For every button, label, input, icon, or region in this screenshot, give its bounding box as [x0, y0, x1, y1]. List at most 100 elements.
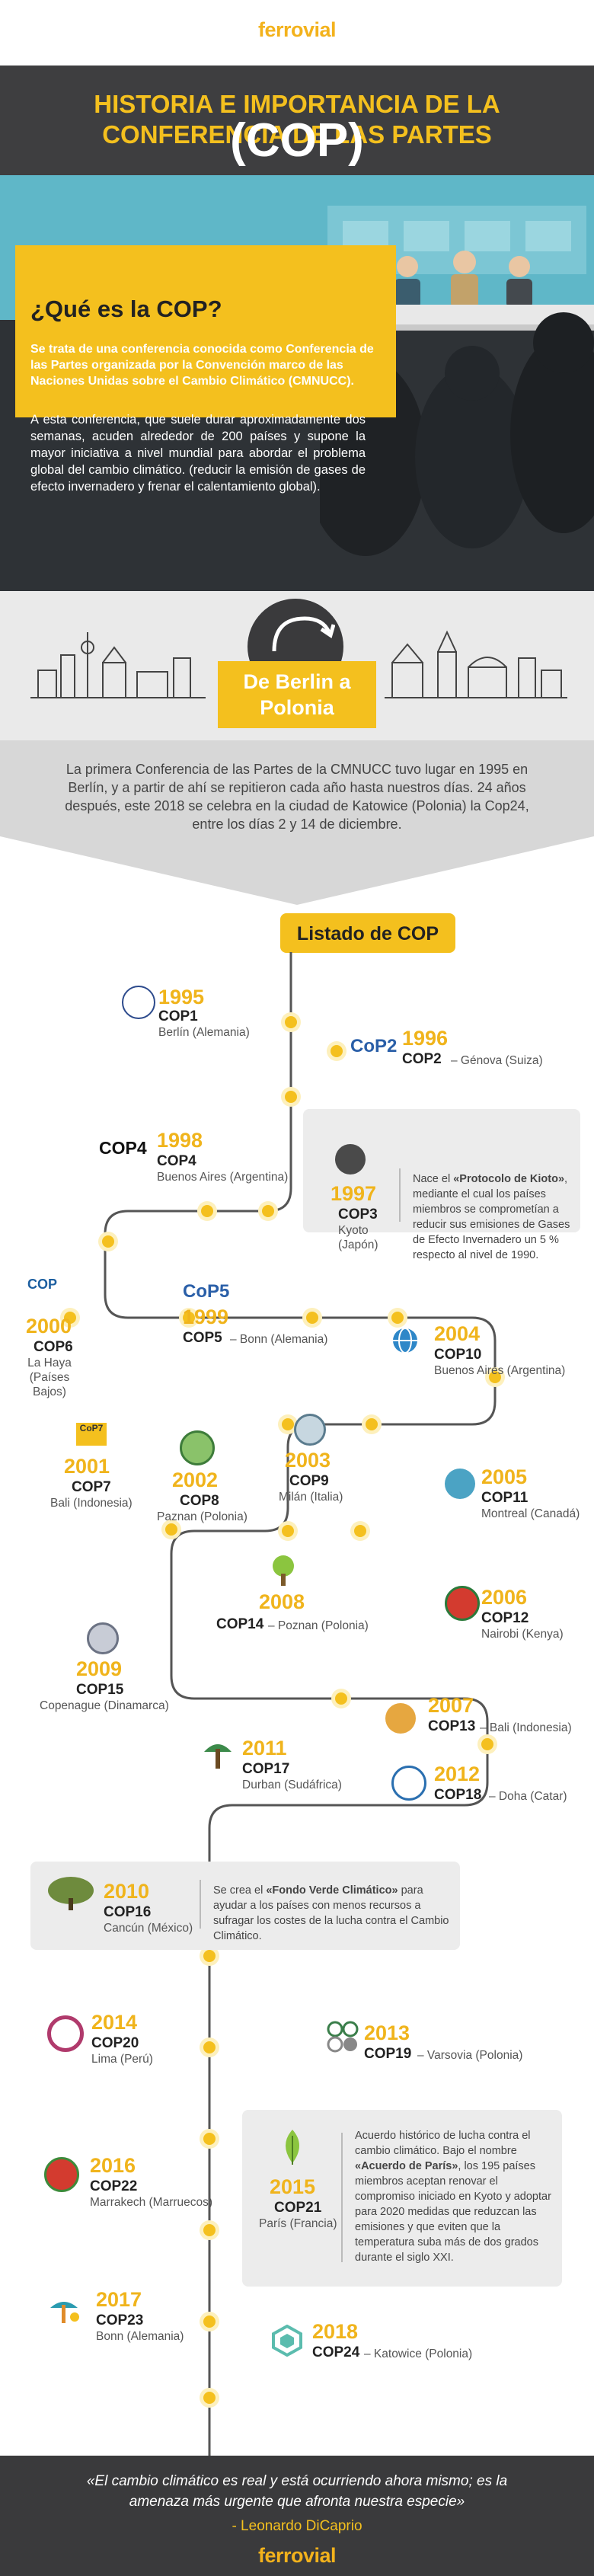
footer-quote: «El cambio climático es real y está ocur… — [86, 2473, 508, 2510]
intro-text: La primera Conferencia de las Partes de … — [65, 762, 529, 832]
cop19-logo-circles — [327, 2021, 359, 2053]
cop3-year: 1997 — [331, 1182, 377, 1205]
cop19-title: COP19 — [364, 2046, 412, 2062]
what-is-cop-text: Se trata de una conferencia conocida com… — [30, 343, 374, 388]
cop20-logo — [47, 2015, 84, 2052]
list-title: Listado de COP — [296, 923, 439, 944]
cop24-city: – Katowice (Polonia) — [364, 2347, 473, 2360]
timeline-dot — [203, 2133, 216, 2145]
cop13-city: – Bali (Indonesia) — [480, 1721, 572, 1734]
timeline-dot — [306, 1312, 318, 1324]
cop21-year: 2015 — [270, 2175, 316, 2198]
cop19-logo — [326, 2020, 359, 2057]
cop21-city: París (Francia) — [259, 2217, 337, 2230]
cop3-title: COP3 — [338, 1207, 378, 1222]
cop2-year: 1996 — [402, 1027, 449, 1050]
city-skyline-icon — [30, 632, 206, 698]
cop10-city: Buenos Aires (Argentina) — [434, 1364, 566, 1377]
timeline-dot — [203, 2041, 216, 2053]
cop23-title: COP23 — [96, 2312, 144, 2328]
hero-banner — [0, 66, 594, 175]
timeline-dot — [282, 1418, 294, 1430]
timeline-path — [104, 952, 497, 2456]
cop2-title: COP2 — [402, 1051, 442, 1067]
cop3-logo — [335, 1144, 366, 1175]
cop4-year: 1998 — [157, 1129, 203, 1152]
cop15-title: COP15 — [76, 1682, 124, 1698]
cop15-year: 2009 — [76, 1657, 123, 1680]
cop14-title: COP14 — [216, 1616, 264, 1632]
cop17-title: COP17 — [242, 1761, 290, 1777]
cop22-logo — [44, 2157, 79, 2192]
cop2-city: – Génova (Suiza) — [451, 1054, 543, 1067]
cop15-city: Copenague (Dinamarca) — [40, 1699, 169, 1712]
timeline-dot — [391, 1312, 404, 1324]
timeline-dot — [366, 1418, 378, 1430]
cop22-city: Marrakech (Marruecos) — [90, 2196, 213, 2209]
cop14-logo — [267, 1554, 300, 1591]
what-is-cop-body: A esta conferencia, que suele durar apro… — [30, 413, 366, 494]
cop9-title: COP9 — [289, 1473, 329, 1489]
timeline-dot — [203, 2316, 216, 2328]
cop4-city: Buenos Aires (Argentina) — [157, 1171, 289, 1184]
city-skyline-icon — [385, 630, 567, 698]
cop16-year: 2010 — [104, 1880, 150, 1903]
cop1-logo — [122, 986, 155, 1019]
cop14-year: 2008 — [259, 1590, 305, 1613]
cop9-logo — [294, 1414, 326, 1446]
cop22-year: 2016 — [90, 2154, 136, 2177]
what-is-cop-title: ¿Qué es la COP? — [30, 296, 222, 322]
cop19-city: – Varsovia (Polonia) — [417, 2049, 523, 2062]
cop24-logo — [271, 2324, 303, 2360]
cop12-logo — [445, 1586, 480, 1621]
timeline-dot — [203, 1950, 216, 1962]
cop19-year: 2013 — [364, 2021, 410, 2044]
hero-title-line1: HISTORIA E IMPORTANCIA DE LA — [94, 90, 500, 118]
cop20-year: 2014 — [91, 2011, 138, 2034]
footer-quote-author: - Leonardo DiCaprio — [232, 2518, 362, 2534]
cop11-logo — [445, 1469, 475, 1499]
cop18-city: – Doha (Catar) — [489, 1790, 567, 1803]
cop13-logo — [385, 1703, 416, 1734]
cop16-title: COP16 — [104, 1904, 152, 1920]
cop4-title: COP4 — [157, 1153, 196, 1169]
cop6-title: COP6 — [34, 1339, 73, 1355]
cop18-year: 2012 — [434, 1763, 481, 1785]
card-divider — [200, 1880, 201, 1929]
timeline-dot — [102, 1235, 114, 1248]
tree-icon — [273, 1555, 294, 1586]
arrow-curve-icon — [272, 616, 335, 652]
cop7-logo: CoP7 — [76, 1423, 107, 1446]
timeline-dot — [203, 2392, 216, 2404]
cop17-year: 2011 — [242, 1737, 287, 1759]
cop17-city: Durban (Sudáfrica) — [242, 1779, 342, 1791]
cop1-year: 1995 — [158, 986, 205, 1008]
cop21-logo — [277, 2128, 308, 2170]
cop11-city: Montreal (Canadá) — [481, 1507, 580, 1520]
cop2-logo: CoP2 — [350, 1036, 398, 1056]
cop6-logo: COP — [27, 1277, 58, 1292]
cop17-logo — [200, 1737, 236, 1774]
timeline-dot — [282, 1525, 294, 1537]
cop10-title: COP10 — [434, 1347, 482, 1363]
timeline-dot — [64, 1312, 76, 1324]
conference-illustration — [320, 206, 594, 556]
ferrovial-logo-top: ferrovial — [257, 18, 337, 41]
cop20-title: COP20 — [91, 2035, 139, 2051]
cop11-year: 2005 — [481, 1465, 528, 1488]
cop24-title: COP24 — [312, 2344, 360, 2360]
timeline-dot — [285, 1016, 297, 1028]
hero-title-line3: (COP) — [230, 114, 364, 167]
route-label: De Berlin a Polonia — [243, 670, 351, 719]
cop14-city: – Poznan (Polonia) — [268, 1619, 369, 1632]
tree-icon — [204, 1744, 232, 1769]
cop22-title: COP22 — [90, 2178, 138, 2194]
cop21-title: COP21 — [274, 2200, 322, 2216]
cop16-logo — [46, 1875, 96, 1916]
cop8-title: COP8 — [180, 1493, 219, 1509]
cop9-city: Milán (Italia) — [279, 1491, 343, 1504]
cop16-card — [30, 1862, 460, 1950]
cop11-title: COP11 — [481, 1490, 529, 1506]
cop16-note: Se crea el «Fondo Verde Climático» para … — [213, 1884, 449, 1942]
footer-quote-band — [0, 2456, 594, 2576]
